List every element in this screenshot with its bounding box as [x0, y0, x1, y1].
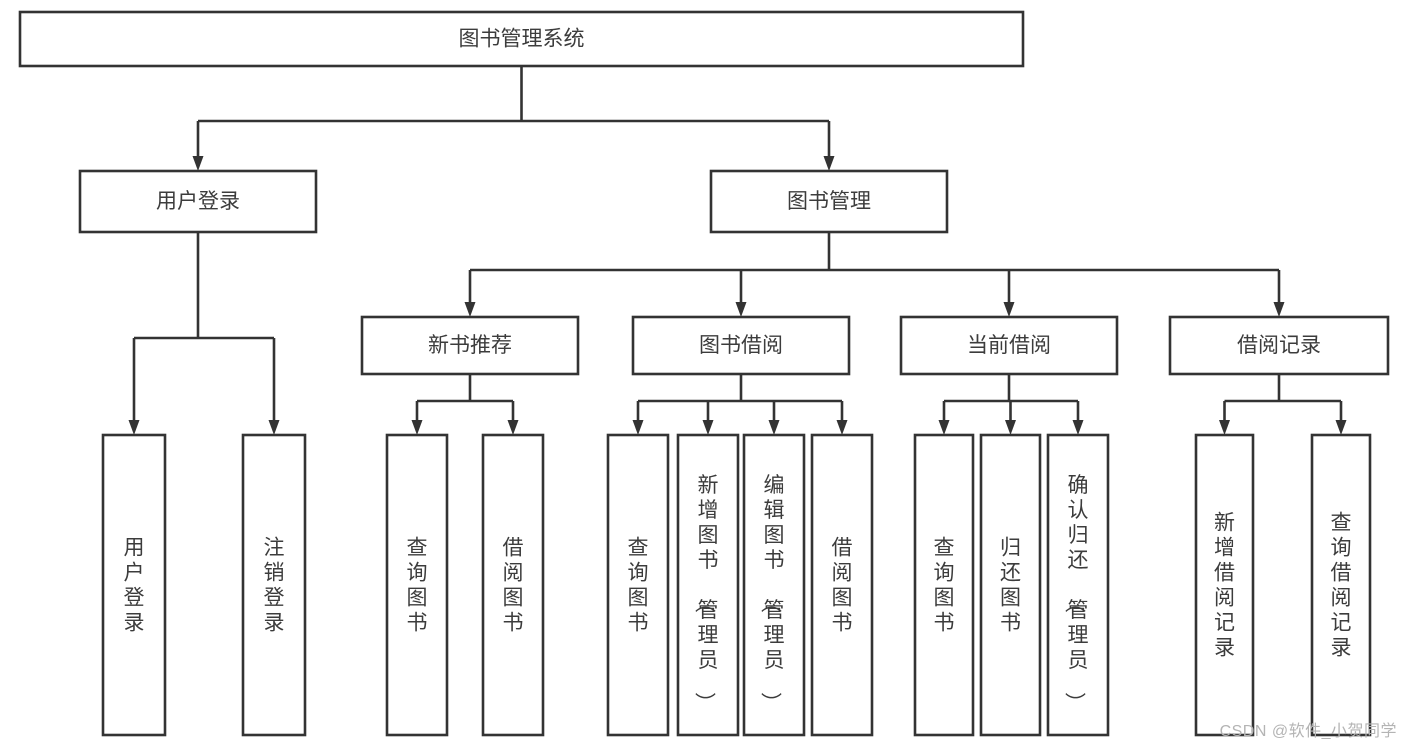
node-box-leaf-borrow-book-2[interactable]: [810, 433, 874, 737]
node-borrow-record[interactable]: 借阅记录: [1168, 315, 1390, 376]
node-leaf-query-book-1[interactable]: 查询图书: [385, 433, 449, 737]
node-label-leaf-query-book-3: 查询图书: [934, 537, 955, 635]
node-box-leaf-query-record[interactable]: [1310, 433, 1372, 737]
node-leaf-return-book[interactable]: 归还图书: [979, 433, 1042, 737]
arrow-head-icon: [632, 420, 644, 435]
node-box-root[interactable]: [18, 10, 1025, 68]
arrow-head-icon: [938, 420, 950, 435]
node-box-book-manage[interactable]: [709, 169, 949, 234]
node-leaf-edit-book[interactable]: 编辑图书（管理员）: [742, 433, 806, 737]
node-user-login[interactable]: 用户登录: [78, 169, 318, 234]
node-leaf-query-book-2[interactable]: 查询图书: [606, 433, 670, 737]
node-layer: 图书管理系统用户登录图书管理新书推荐图书借阅当前借阅借阅记录用户登录注销登录查询…: [18, 10, 1390, 737]
node-label-new-book-recommend: 新书推荐: [428, 334, 512, 357]
node-leaf-query-record[interactable]: 查询借阅记录: [1310, 433, 1372, 737]
node-label-leaf-user-login: 用户登录: [124, 537, 145, 635]
node-label-book-borrow: 图书借阅: [699, 334, 783, 357]
arrow-head-icon: [836, 420, 848, 435]
arrow-head-icon: [1219, 420, 1230, 435]
arrow-head-icon: [702, 420, 714, 435]
node-label-book-manage: 图书管理: [787, 190, 871, 213]
node-leaf-borrow-book-1[interactable]: 借阅图书: [481, 433, 545, 737]
node-box-leaf-user-login[interactable]: [101, 433, 167, 737]
node-label-leaf-edit-book: 编辑图书（管理员）: [759, 474, 785, 713]
node-box-book-borrow[interactable]: [631, 315, 851, 376]
arrow-head-icon: [1005, 420, 1016, 435]
node-label-leaf-query-record: 查询借阅记录: [1331, 512, 1352, 660]
node-label-leaf-add-book: 新增图书（管理员）: [693, 474, 719, 713]
node-box-borrow-record[interactable]: [1168, 315, 1390, 376]
node-leaf-user-login[interactable]: 用户登录: [101, 433, 167, 737]
node-book-borrow[interactable]: 图书借阅: [631, 315, 851, 376]
arrow-head-icon: [1072, 420, 1084, 435]
node-box-leaf-add-record[interactable]: [1194, 433, 1255, 737]
node-leaf-query-book-3[interactable]: 查询图书: [913, 433, 975, 737]
arrow-head-icon: [411, 420, 423, 435]
node-label-current-borrow: 当前借阅: [967, 334, 1051, 357]
node-leaf-borrow-book-2[interactable]: 借阅图书: [810, 433, 874, 737]
node-box-leaf-logout[interactable]: [241, 433, 307, 737]
node-box-new-book-recommend[interactable]: [360, 315, 580, 376]
node-label-borrow-record: 借阅记录: [1237, 334, 1321, 357]
node-label-leaf-query-book-1: 查询图书: [407, 537, 428, 635]
node-label-leaf-logout: 注销登录: [264, 537, 285, 635]
node-label-leaf-confirm-return: 确认归还（管理员）: [1063, 474, 1089, 713]
node-label-leaf-borrow-book-1: 借阅图书: [503, 537, 524, 635]
node-new-book-recommend[interactable]: 新书推荐: [360, 315, 580, 376]
node-label-leaf-add-record: 新增借阅记录: [1214, 512, 1235, 660]
arrow-head-icon: [1003, 302, 1015, 317]
arrow-head-icon: [735, 302, 747, 317]
arrow-head-icon: [268, 420, 280, 435]
node-leaf-add-book[interactable]: 新增图书（管理员）: [676, 433, 740, 737]
connector-layer: [128, 66, 1347, 435]
arrow-head-icon: [1335, 420, 1347, 435]
arrow-head-icon: [507, 420, 519, 435]
arrow-head-icon: [823, 156, 835, 171]
arrow-head-icon: [768, 420, 780, 435]
node-box-leaf-confirm-return[interactable]: [1046, 433, 1110, 737]
node-box-user-login[interactable]: [78, 169, 318, 234]
node-label-user-login: 用户登录: [156, 190, 240, 213]
node-root[interactable]: 图书管理系统: [18, 10, 1025, 68]
node-box-leaf-edit-book[interactable]: [742, 433, 806, 737]
node-box-leaf-query-book-3[interactable]: [913, 433, 975, 737]
node-box-leaf-query-book-2[interactable]: [606, 433, 670, 737]
node-book-manage[interactable]: 图书管理: [709, 169, 949, 234]
arrow-head-icon: [1273, 302, 1285, 317]
node-label-root: 图书管理系统: [459, 28, 585, 51]
arrow-head-icon: [464, 302, 476, 317]
arrow-head-icon: [192, 156, 204, 171]
node-box-leaf-return-book[interactable]: [979, 433, 1042, 737]
node-label-leaf-borrow-book-2: 借阅图书: [832, 537, 853, 635]
node-label-leaf-query-book-2: 查询图书: [628, 537, 649, 635]
node-current-borrow[interactable]: 当前借阅: [899, 315, 1119, 376]
node-box-current-borrow[interactable]: [899, 315, 1119, 376]
node-box-leaf-add-book[interactable]: [676, 433, 740, 737]
node-leaf-logout[interactable]: 注销登录: [241, 433, 307, 737]
node-box-leaf-borrow-book-1[interactable]: [481, 433, 545, 737]
node-label-leaf-return-book: 归还图书: [1000, 537, 1021, 635]
node-box-leaf-query-book-1[interactable]: [385, 433, 449, 737]
node-leaf-add-record[interactable]: 新增借阅记录: [1194, 433, 1255, 737]
node-leaf-confirm-return[interactable]: 确认归还（管理员）: [1046, 433, 1110, 737]
arrow-head-icon: [128, 420, 140, 435]
